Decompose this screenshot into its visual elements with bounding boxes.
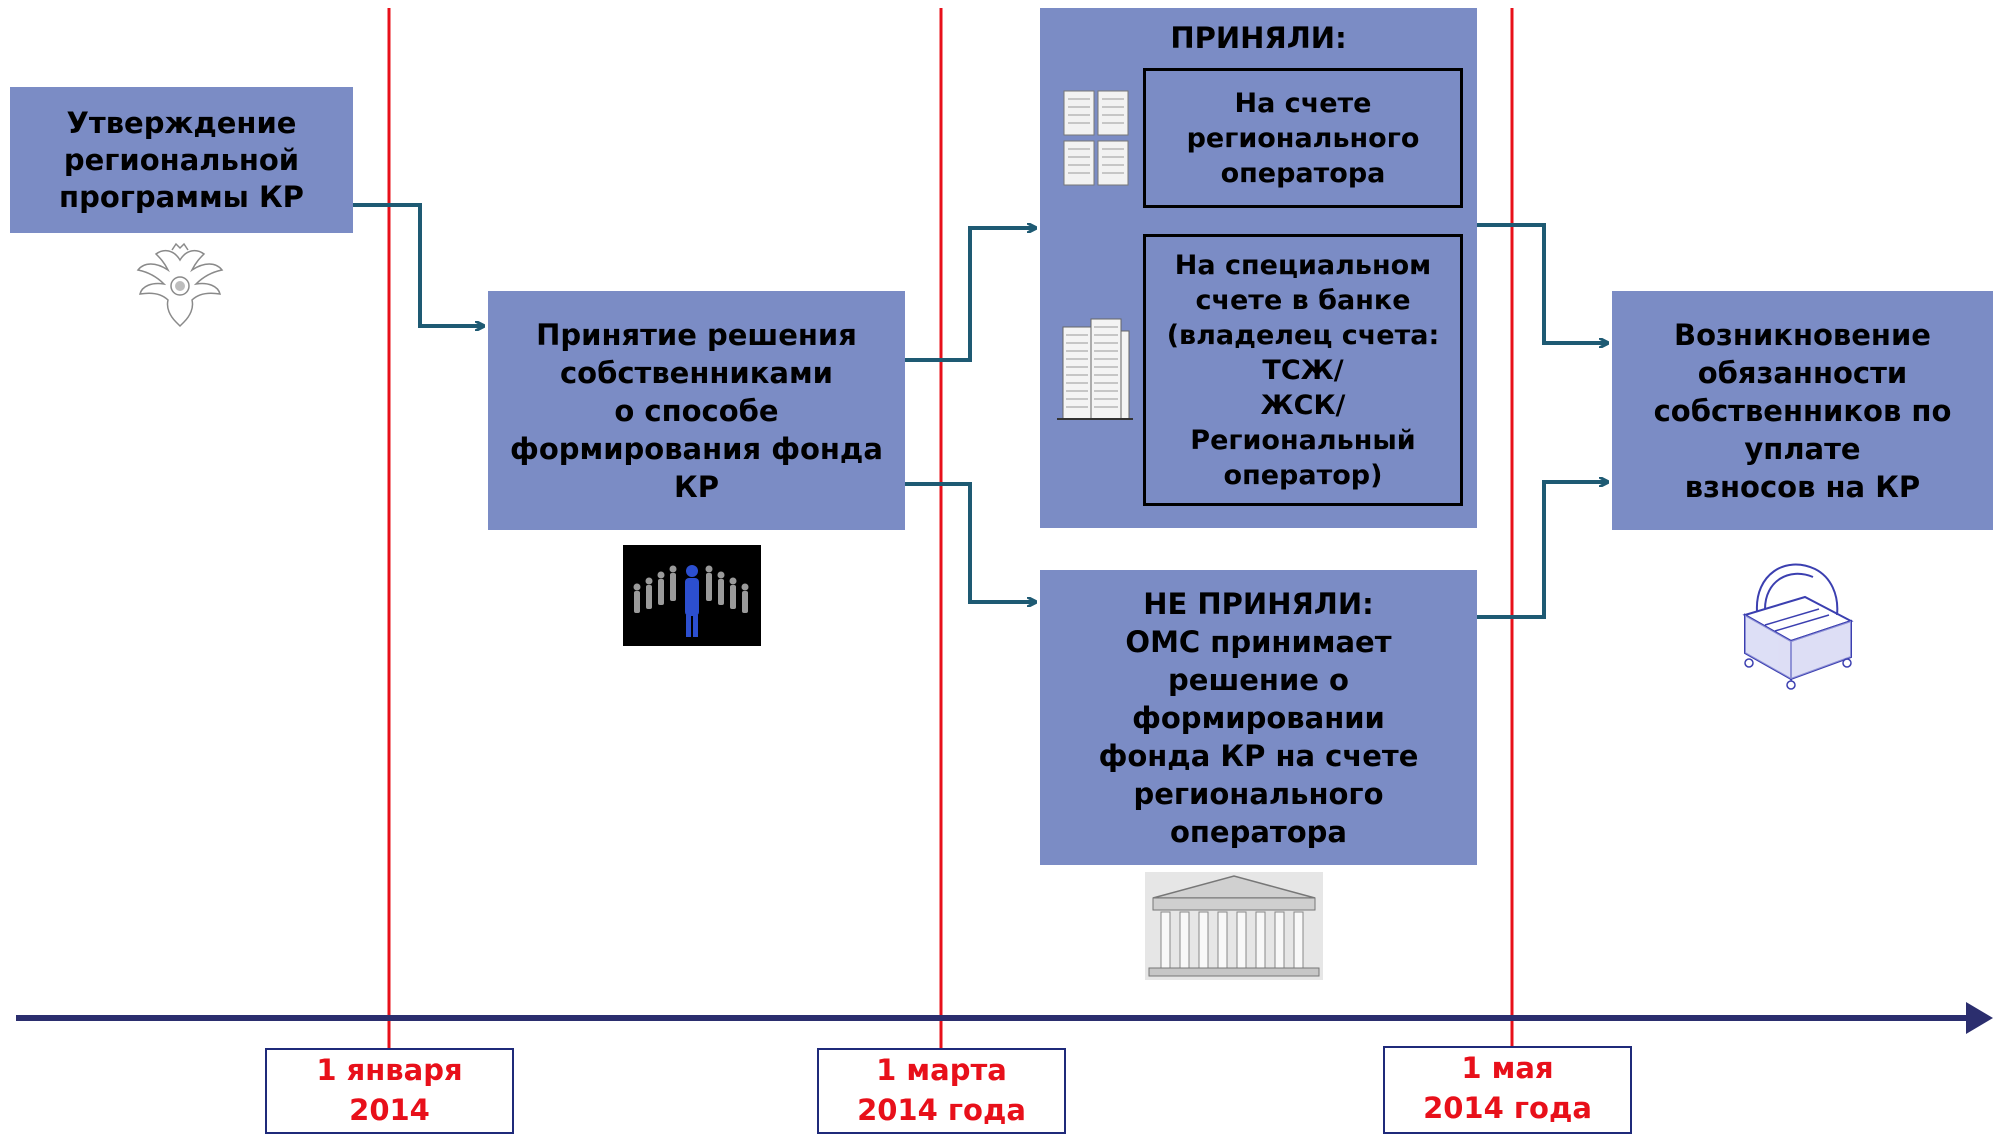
date-mar-line2: 2014 года bbox=[857, 1093, 1026, 1127]
date-jan-line2: 2014 bbox=[349, 1093, 430, 1127]
apartment-buildings-icon bbox=[1063, 90, 1129, 186]
accepted-title: ПРИНЯЛИ: bbox=[1170, 21, 1347, 55]
date-label-jan: 1 января 2014 bbox=[265, 1048, 514, 1134]
arrow-not-accepted-to-obligation bbox=[1477, 482, 1607, 619]
toolbox-icon bbox=[1742, 563, 1854, 690]
eagle-emblem-icon bbox=[136, 242, 224, 328]
arrow-decision-to-accepted bbox=[905, 228, 1035, 362]
timeline-arrowhead-icon bbox=[1966, 1002, 1993, 1034]
decision-text: Принятие решения собственниками о способ… bbox=[510, 317, 883, 504]
arrow-approval-to-decision bbox=[353, 203, 483, 326]
arrow-decision-to-not-accepted bbox=[905, 482, 1035, 602]
accepted-special-text: На специальном счете в банке (владелец с… bbox=[1166, 249, 1440, 491]
high-rise-building-icon bbox=[1057, 318, 1133, 420]
government-building-icon bbox=[1145, 872, 1323, 980]
date-label-mar: 1 марта 2014 года bbox=[817, 1048, 1066, 1134]
not-accepted-box: НЕ ПРИНЯЛИ: ОМС принимает решение о форм… bbox=[1040, 570, 1477, 865]
decision-box: Принятие решения собственниками о способ… bbox=[488, 291, 905, 530]
date-may-line1: 1 мая bbox=[1461, 1051, 1554, 1085]
approval-text: Утверждение региональной программы КР bbox=[59, 105, 304, 214]
date-mar-line1: 1 марта bbox=[876, 1053, 1007, 1087]
accepted-special-box: На специальном счете в банке (владелец с… bbox=[1143, 234, 1463, 506]
arrow-accepted-to-obligation bbox=[1477, 223, 1607, 343]
accepted-regional-box: На счете регионального оператора bbox=[1143, 68, 1463, 208]
people-crowd-icon bbox=[623, 545, 761, 646]
accepted-regional-text: На счете регионального оператора bbox=[1186, 87, 1420, 189]
obligation-box: Возникновение обязанности собственников … bbox=[1612, 291, 1993, 530]
date-may-line2: 2014 года bbox=[1423, 1091, 1592, 1125]
not-accepted-text: НЕ ПРИНЯЛИ: ОМС принимает решение о форм… bbox=[1098, 586, 1419, 849]
approval-box: Утверждение региональной программы КР bbox=[10, 87, 353, 233]
date-label-may: 1 мая 2014 года bbox=[1383, 1046, 1632, 1134]
date-jan-line1: 1 января bbox=[316, 1053, 463, 1087]
obligation-text: Возникновение обязанности собственников … bbox=[1653, 317, 1952, 504]
